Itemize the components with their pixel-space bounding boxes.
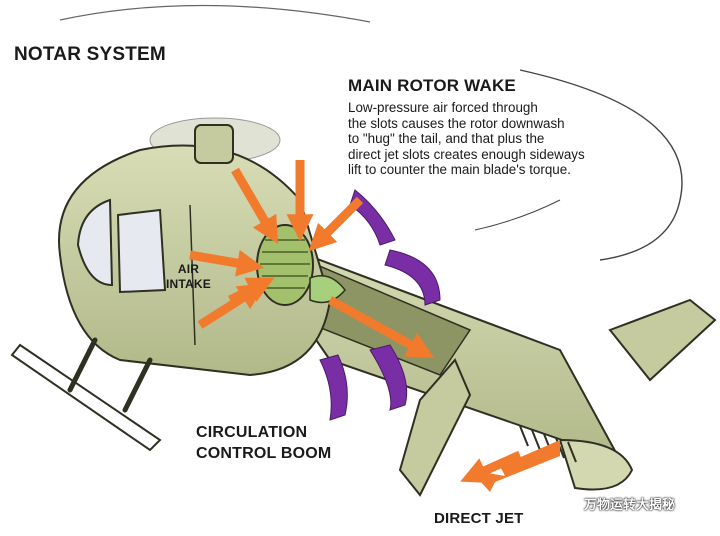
- circulation-line: CIRCULATION: [196, 424, 308, 441]
- direct-jet-label: DIRECT JET: [434, 510, 524, 527]
- main-rotor-wake-heading: MAIN ROTOR WAKE: [348, 76, 516, 95]
- cabin-window-front: [76, 198, 114, 287]
- wake-pointer: [474, 199, 561, 231]
- watermark-logo-icon: [561, 495, 577, 512]
- wake-balloon-arc: [519, 69, 683, 261]
- watermark-text: 万物运转大揭秘: [584, 498, 676, 513]
- wake-desc-line: lift to counter the main blade's torque.: [348, 162, 571, 178]
- air-intake-line: AIR: [177, 262, 200, 276]
- diagram-title: NOTAR SYSTEM: [14, 44, 166, 65]
- nozzle-cone: [309, 275, 346, 304]
- circulation-control-boom-label: CIRCULATION CONTROL BOOM: [196, 422, 331, 464]
- air-intake-line: INTAKE: [166, 277, 211, 291]
- tail-fin-upper: [608, 298, 717, 382]
- direct-jet-arrow: [470, 440, 560, 492]
- air-intake-label: AIR INTAKE: [166, 262, 211, 292]
- rotor-arc-top: [59, 4, 371, 23]
- wake-desc-line: the slots causes the rotor downwash: [348, 115, 565, 131]
- wake-desc-line: to "hug" the tail, and that plus the: [348, 131, 545, 147]
- circulation-line: CONTROL BOOM: [196, 445, 332, 462]
- airflow-arrows: [189, 160, 522, 483]
- cabin-window-side: [116, 208, 167, 294]
- watermark: 万物运转大揭秘: [560, 494, 675, 513]
- wake-desc-line: direct jet slots creates enough sideways: [348, 146, 585, 162]
- wake-desc-line: Low-pressure air forced through: [348, 100, 538, 115]
- main-rotor-wake-description: Low-pressure air forced through the slot…: [348, 100, 648, 178]
- landing-skids: [10, 337, 162, 452]
- tail-fin-lower: [398, 358, 472, 497]
